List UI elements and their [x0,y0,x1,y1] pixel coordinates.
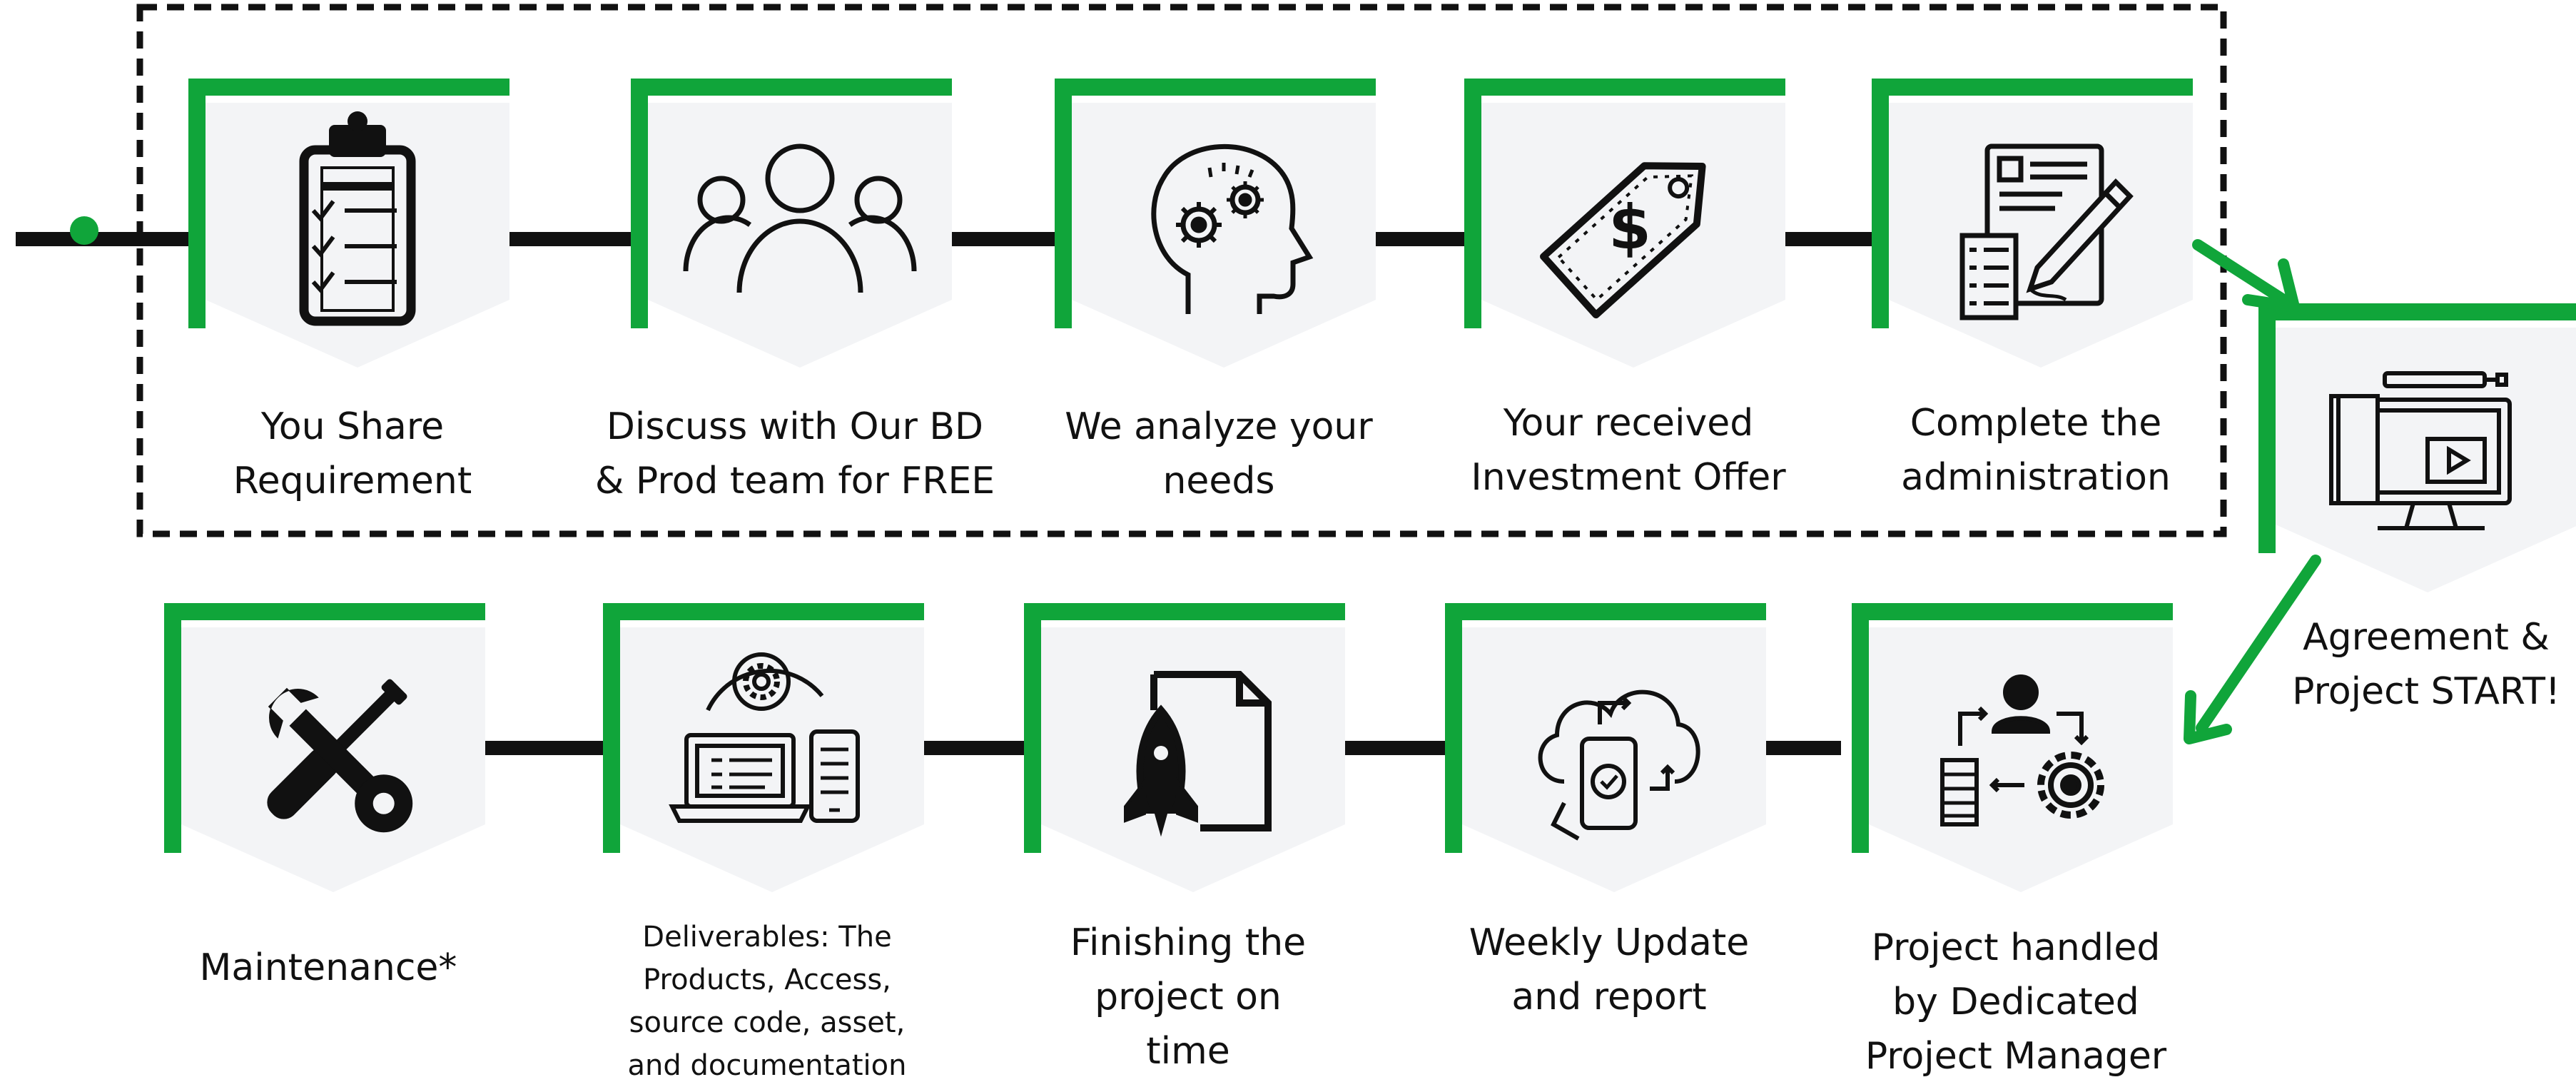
step-card-top-4 [1464,79,1785,368]
card-green-side-bar [2258,303,2276,553]
step-label-line: Discuss with Our BD [606,405,984,448]
step-card-bottom-2 [603,603,924,892]
step-label: Maintenance* [114,941,542,995]
step-label-line: Agreement & [2303,616,2550,659]
step-label-line: project on [1095,976,1282,1018]
step-label: Complete the administration [1822,396,2250,505]
step-card-top-3 [1055,79,1376,368]
step-label-line: source code, asset, [629,1006,906,1039]
step-card-bottom-1 [164,603,485,892]
card-green-side-bar [1464,79,1481,328]
step-card-top-1 [188,79,509,368]
start-dot [70,216,98,245]
card-green-top-bar [1852,603,2173,620]
step-label: Discuss with Our BD & Prod team for FREE [581,400,1009,508]
step-label-line: You Share [260,405,445,448]
step-label-line: Deliverables: The [642,921,892,954]
step-label: We analyze your needs [1005,400,1433,508]
card-body [1869,627,2173,892]
card-green-top-bar [188,79,509,96]
card-green-side-bar [1445,603,1462,853]
card-body [206,103,509,368]
step-label-line: Project handled [1871,926,2161,969]
step-label: Weekly Update and report [1395,916,1823,1024]
card-green-top-bar [2258,303,2576,320]
step-label-line: Weekly Update [1469,921,1750,964]
top-row-dashed-frame [136,4,2227,537]
card-body [648,103,952,368]
card-green-side-bar [603,603,620,853]
card-green-side-bar [1852,603,1869,853]
step-label-line: Requirement [233,460,472,502]
step-card-bottom-4 [1445,603,1766,892]
card-green-top-bar [1055,79,1376,96]
step-label-line: by Dedicated [1892,981,2139,1023]
card-green-side-bar [1055,79,1072,328]
step-label-line: and documentation [627,1049,907,1082]
step-label-line: Investment Offer [1471,456,1786,499]
step-card-bottom-3 [1024,603,1345,892]
step-label: Finishing the project on time [974,916,1402,1078]
step-label-line: Project Manager [1865,1035,2167,1078]
arrow-to-bottom-row [2184,555,2321,744]
card-green-side-bar [164,603,181,853]
card-green-top-bar [631,79,952,96]
card-green-top-bar [603,603,924,620]
card-body [1889,103,2193,368]
step-label-line: Maintenance* [199,946,457,989]
step-label-line: and report [1511,976,1707,1018]
card-green-side-bar [1024,603,1041,853]
card-green-side-bar [188,79,206,328]
card-green-side-bar [1872,79,1889,328]
step-label-line: Your received [1503,402,1754,445]
card-green-top-bar [1445,603,1766,620]
step-label-line: We analyze your [1065,405,1373,448]
step-label-line: & Prod team for FREE [594,460,995,502]
step-label-line: needs [1162,460,1275,502]
step-card-top-5 [1872,79,2193,368]
card-green-top-bar [164,603,485,620]
card-green-top-bar [1872,79,2193,96]
arrow-to-agreement [2192,239,2300,313]
step-label-line: Finishing the [1070,921,1307,964]
card-body [1072,103,1376,368]
step-label-line: Project START! [2292,670,2560,713]
card-green-top-bar [1464,79,1785,96]
step-card-top-2 [631,79,952,368]
step-label: Agreement & Project START! [2212,610,2576,719]
step-label-line: time [1146,1030,1230,1073]
card-green-top-bar [1024,603,1345,620]
step-label-line: Products, Access, [643,964,891,996]
card-green-side-bar [631,79,648,328]
step-label-line: administration [1901,456,2171,499]
step-card-agreement [2258,303,2576,592]
step-label-line: Complete the [1910,402,2162,445]
step-card-bottom-5 [1852,603,2173,892]
card-body [1041,627,1345,892]
